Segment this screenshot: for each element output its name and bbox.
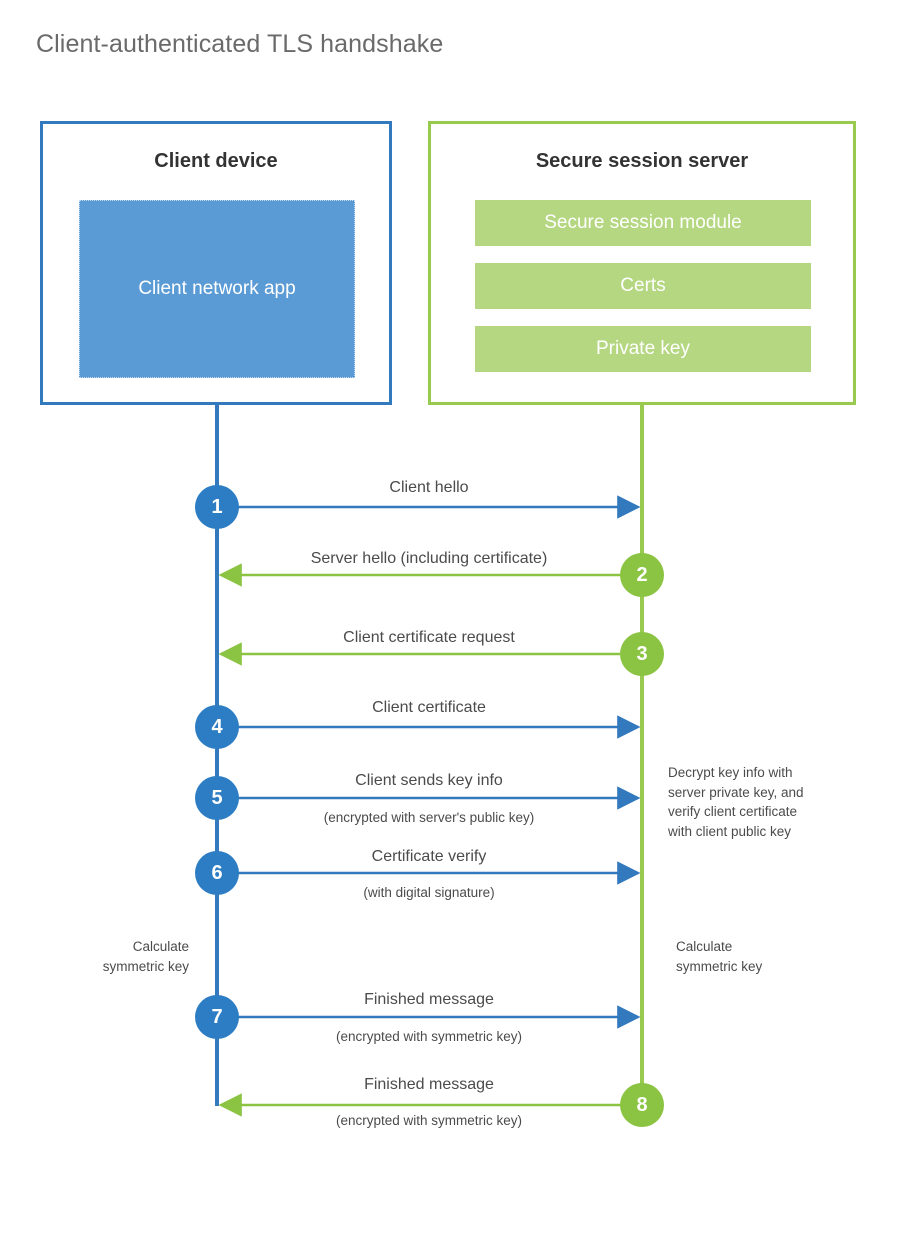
message-label-7: Finished message [364, 991, 494, 1008]
message-sublabel-5: (encrypted with server's public key) [323, 810, 535, 825]
server-component-certs: Certs [475, 263, 811, 309]
step-circle-7[interactable]: 7 [195, 995, 239, 1039]
message-sublabel-6: (with digital signature) [363, 885, 495, 900]
note-server-decrypt-line-3: verify client certificate [668, 804, 798, 820]
step-circle-6[interactable]: 6 [195, 851, 239, 895]
message-sublabel-7: (encrypted with symmetric key) [335, 1029, 523, 1044]
secure-session-server-title: Secure session server [535, 150, 749, 172]
client-device-title: Client device [154, 150, 278, 172]
note-server-decrypt-line-4: with client public key [668, 823, 792, 839]
step-circle-3[interactable]: 3 [620, 632, 664, 676]
message-label-8: Finished message [364, 1076, 494, 1093]
page-title: Client-authenticated TLS handshake [36, 30, 444, 58]
message-label-4: Client certificate [372, 699, 486, 716]
step-circle-4[interactable]: 4 [195, 705, 239, 749]
note-client-calculate: Calculate symmetric key [0, 937, 189, 976]
note-server-decrypt-line-1: Decrypt key info with [668, 765, 793, 780]
client-network-app-block: Client network app [79, 200, 355, 378]
note-client-calculate-line-1: Calculate [132, 939, 189, 954]
note-server-calculate-line-2: symmetric key [676, 958, 763, 974]
note-server-decrypt: Decrypt key info with server private key… [668, 763, 804, 841]
secure-session-server-box: Secure session server Secure session mod… [428, 121, 856, 405]
message-label-6: Certificate verify [371, 848, 487, 865]
step-circle-1[interactable]: 1 [195, 485, 239, 529]
message-sublabel-8: (encrypted with symmetric key) [335, 1113, 523, 1128]
note-server-calculate-line-1: Calculate [676, 939, 733, 954]
step-circle-2[interactable]: 2 [620, 553, 664, 597]
client-device-box: Client device Client network app [40, 121, 392, 405]
note-client-calculate-line-2: symmetric key [102, 958, 189, 974]
message-label-5: Client sends key info [355, 772, 503, 789]
message-label-1: Client hello [389, 479, 469, 496]
note-server-calculate: Calculate symmetric key [676, 937, 762, 976]
message-label-2: Server hello (including certificate) [310, 550, 548, 567]
message-label-3: Client certificate request [343, 629, 515, 646]
step-circle-5[interactable]: 5 [195, 776, 239, 820]
note-server-decrypt-line-2: server private key, and [668, 784, 804, 800]
step-circle-8[interactable]: 8 [620, 1083, 664, 1127]
server-component-private-key: Private key [475, 326, 811, 372]
server-component-secure-session-module: Secure session module [475, 200, 811, 246]
